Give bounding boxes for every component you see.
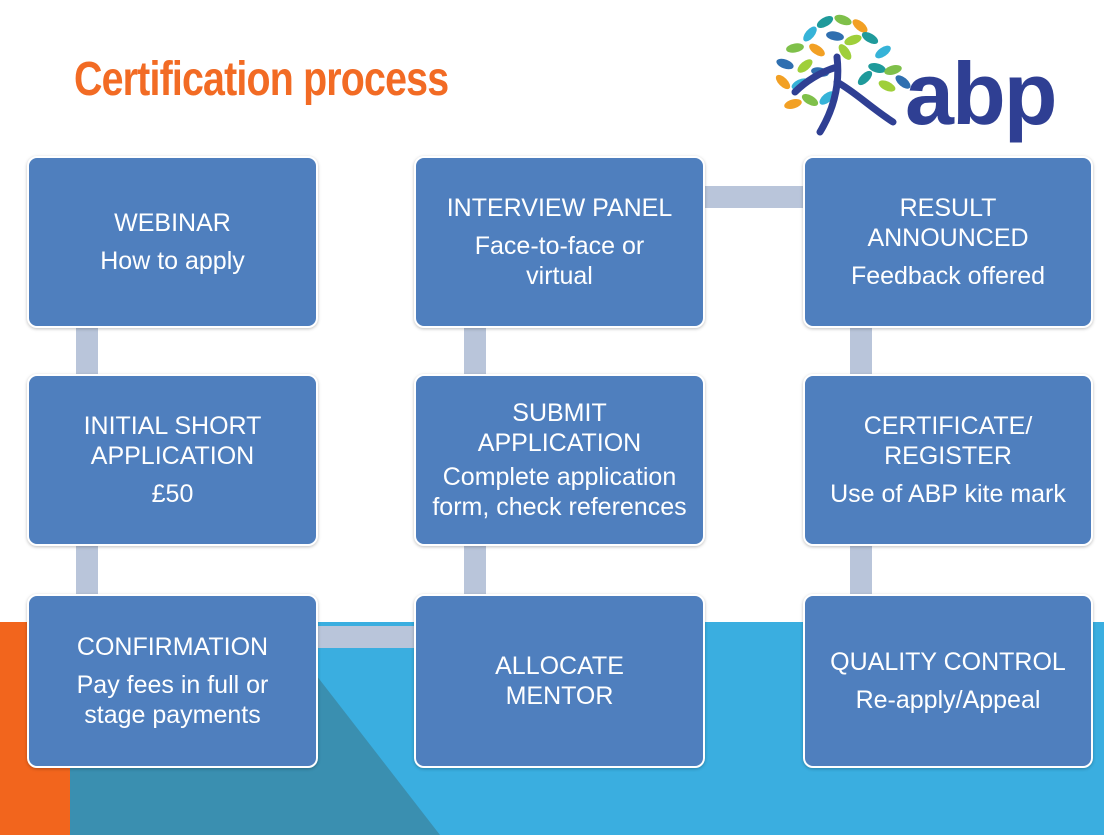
step-heading: CERTIFICATE/ REGISTER [863, 412, 1033, 470]
logo-text: abp [905, 44, 1057, 143]
leaf-shape [857, 70, 873, 86]
step-submit-application: SUBMIT APPLICATION Complete application … [414, 374, 705, 546]
connector-result-certificate [850, 328, 872, 376]
step-heading: ALLOCATE MENTOR [495, 652, 624, 710]
leaf-shape [776, 58, 794, 70]
step-initial-short-application: INITIAL SHORT APPLICATION £50 [27, 374, 318, 546]
step-heading: CONFIRMATION [76, 633, 269, 661]
leaf-shape [852, 19, 868, 33]
leaf-shape [895, 75, 911, 89]
step-result-announced: RESULT ANNOUNCED Feedback offered [803, 156, 1093, 328]
leaf-shape [819, 91, 835, 105]
connector-initial-confirmation [76, 546, 98, 594]
tree-icon [775, 14, 911, 136]
leaf-shape [875, 45, 891, 59]
leaf-shape [861, 32, 879, 44]
page-title: Certification process [74, 53, 449, 106]
leaf-shape [816, 16, 834, 28]
step-subtext: Use of ABP kite mark [830, 480, 1066, 508]
step-heading: SUBMIT APPLICATION [477, 399, 642, 457]
step-heading: QUALITY CONTROL [830, 648, 1066, 676]
connector-certificate-quality [850, 546, 872, 594]
leaf-shape [834, 14, 852, 26]
abp-logo [765, 12, 1104, 152]
leaf-shape [844, 34, 862, 46]
leaf-shape [809, 43, 825, 57]
step-quality-control: QUALITY CONTROL Re-apply/Appeal [803, 594, 1093, 768]
connector-mentor-submit [464, 546, 486, 594]
connector-webinar-initial [76, 328, 98, 376]
step-subtext: How to apply [100, 247, 245, 275]
leaf-shape [878, 80, 896, 92]
step-subtext: Re-apply/Appeal [855, 686, 1041, 714]
step-allocate-mentor: ALLOCATE MENTOR [414, 594, 705, 768]
step-subtext: Feedback offered [850, 262, 1046, 290]
step-certificate-register: CERTIFICATE/ REGISTER Use of ABP kite ma… [803, 374, 1093, 546]
step-subtext: Pay fees in full or stage payments [76, 671, 269, 729]
step-subtext: £50 [151, 480, 194, 508]
leaf-shape [797, 59, 813, 73]
step-heading: INTERVIEW PANEL [446, 194, 673, 222]
step-heading: WEBINAR [114, 209, 231, 237]
step-heading: RESULT ANNOUNCED [867, 194, 1029, 252]
step-subtext: Complete application form, check referen… [432, 463, 687, 521]
leaf-shape [801, 94, 819, 106]
step-subtext: Face-to-face or virtual [474, 232, 645, 290]
leaf-shape [784, 99, 802, 109]
connector-interview-result [704, 186, 806, 208]
leaf-shape [826, 31, 844, 41]
step-heading: INITIAL SHORT APPLICATION [83, 412, 262, 470]
leaf-shape [868, 63, 886, 73]
leaf-shape [838, 44, 852, 60]
step-interview-panel: INTERVIEW PANEL Face-to-face or virtual [414, 156, 705, 328]
connector-submit-interview [464, 328, 486, 376]
tree-trunk-shape [791, 53, 897, 136]
step-webinar: WEBINAR How to apply [27, 156, 318, 328]
connector-confirmation-mentor [318, 626, 416, 648]
leaf-shape [884, 65, 902, 75]
step-confirmation: CONFIRMATION Pay fees in full or stage p… [27, 594, 318, 768]
leaf-shape [786, 43, 804, 53]
leaf-shape [803, 26, 817, 42]
leaf-shape [775, 74, 791, 90]
